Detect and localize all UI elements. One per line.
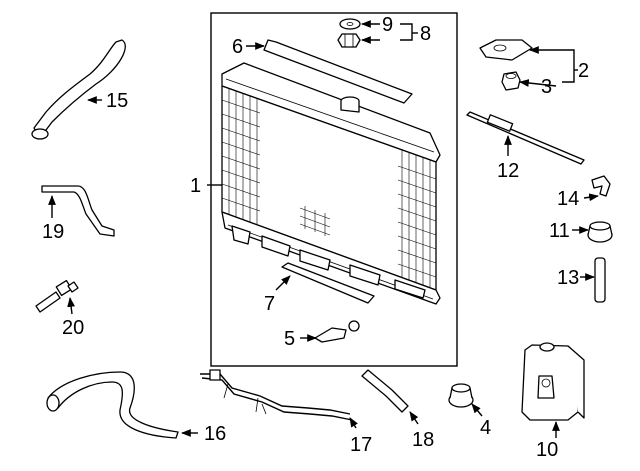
callout-20: 20 [62,317,84,339]
callout-19: 19 [42,221,64,243]
reserve-tank[interactable] [521,342,585,421]
leader-20 [67,297,75,315]
upper-radiator-hose[interactable] [31,39,126,140]
wire-harness[interactable] [200,369,353,421]
callout-2: 2 [578,60,589,82]
callout-5: 5 [284,328,295,350]
callout-3: 3 [541,76,552,98]
callout-13: 13 [557,267,579,289]
siphon-tube[interactable] [594,257,606,303]
drain-plug-washer[interactable] [339,18,361,30]
lower-cushion-strip[interactable] [281,262,375,304]
callout-15: 15 [106,90,128,112]
callout-12: 12 [497,160,519,182]
callout-6: 6 [232,36,243,58]
callout-11: 11 [549,220,570,242]
upper-bracket[interactable] [479,39,533,61]
leader-17 [349,417,358,429]
drain-plug[interactable] [337,33,361,48]
bracket-8 [400,23,413,41]
callout-numbers: 1 2 3 4 5 6 7 8 9 10 11 12 13 14 15 16 1… [42,14,589,461]
leader-7 [275,275,291,291]
callout-8: 8 [420,23,431,45]
callout-7: 7 [264,293,275,315]
temperature-sensor[interactable] [35,279,79,313]
callout-1: 1 [190,175,201,197]
leader-4 [471,403,483,417]
leader-3 [519,79,557,87]
callout-9: 9 [382,14,393,36]
bypass-hose[interactable] [41,185,115,237]
callout-17: 17 [350,434,372,456]
grommet[interactable] [448,383,474,408]
radiator-core-grid [221,88,437,287]
radiator-assembly[interactable] [221,62,441,305]
lower-radiator-hose[interactable] [46,371,179,439]
bracket-2 [562,49,575,83]
reservoir-cap[interactable] [587,221,613,243]
radiator-group-frame [210,12,458,367]
leader-14 [583,193,599,202]
leader-18 [409,411,419,425]
callout-18: 18 [412,429,434,451]
callout-14: 14 [557,188,579,210]
overflow-tube[interactable] [466,111,585,165]
lower-mount-cushion[interactable] [314,320,360,343]
leader-lines [48,20,599,438]
callout-10: 10 [536,439,558,461]
hose-clip[interactable] [591,175,611,197]
upper-mount-rubber[interactable] [501,71,521,91]
callout-16: 16 [204,423,226,445]
callout-4: 4 [480,417,491,439]
small-hose[interactable] [361,369,409,413]
